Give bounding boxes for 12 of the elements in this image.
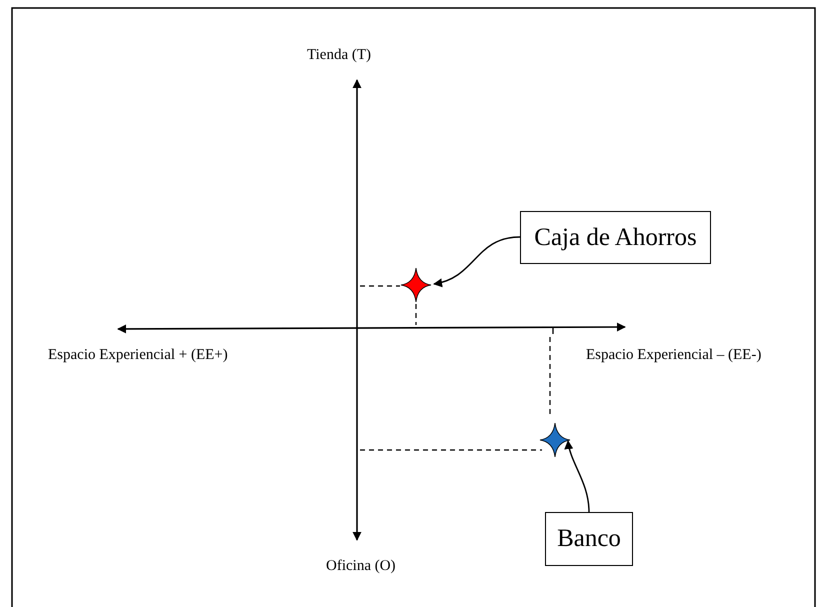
arrow <box>564 440 590 512</box>
star-marker <box>401 268 431 302</box>
axis-label: Tienda (T) <box>307 47 372 64</box>
label-box <box>520 211 711 264</box>
axis-label: Oficina (O) <box>326 558 396 575</box>
arrow <box>433 236 520 287</box>
label-box <box>545 512 633 566</box>
axis-label: Espacio Experiencial – (EE-) <box>586 347 762 364</box>
axis-label: Espacio Experiencial + (EE+) <box>48 347 228 364</box>
box-label: Caja de Ahorros <box>534 224 697 252</box>
box-label: Banco <box>557 525 621 553</box>
star-marker <box>540 423 570 457</box>
